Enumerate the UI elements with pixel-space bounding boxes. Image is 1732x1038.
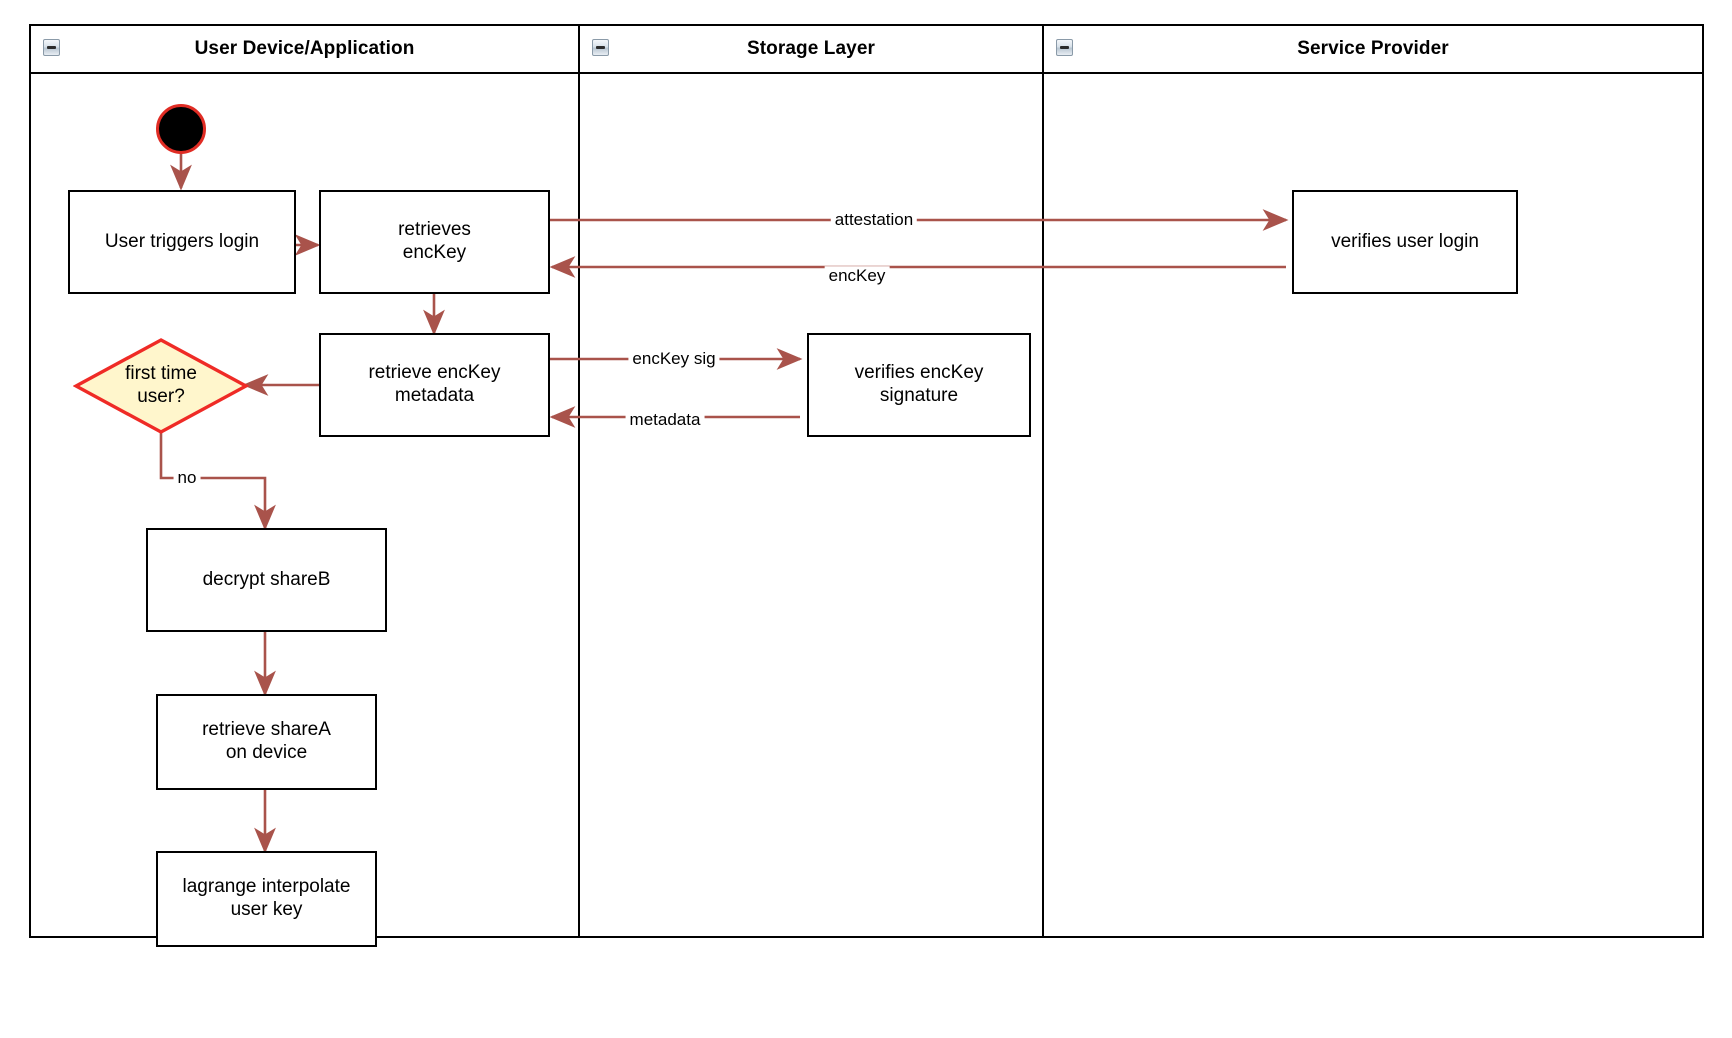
minus-glyph	[1060, 46, 1069, 49]
lane-divider-2	[1042, 26, 1044, 936]
lane-title-storage-layer: Storage Layer	[746, 38, 876, 59]
node-verifies-enckey-signature[interactable]: verifies encKey signature	[807, 333, 1031, 437]
node-retrieve-sharea-on-device[interactable]: retrieve shareA on device	[156, 694, 377, 790]
lane-header-storage-layer[interactable]: Storage Layer	[580, 26, 1042, 74]
node-user-triggers-login[interactable]: User triggers login	[68, 190, 296, 294]
decision-diamond-shape	[73, 338, 249, 434]
lane-header-user-device[interactable]: User Device/Application	[31, 26, 578, 74]
edge-label-metadata: metadata	[625, 410, 705, 430]
edge-label-enckey: encKey	[824, 266, 890, 286]
lane-header-service-provider[interactable]: Service Provider	[1044, 26, 1702, 74]
lane-title-service-provider: Service Provider	[1297, 38, 1449, 59]
node-retrieves-enckey[interactable]: retrieves encKey	[319, 190, 550, 294]
collapse-minus-icon[interactable]	[592, 39, 609, 56]
collapse-minus-icon[interactable]	[43, 39, 60, 56]
start-node[interactable]	[156, 104, 206, 154]
node-first-time-user[interactable]: first time user?	[73, 337, 249, 435]
node-lagrange-interpolate-user-key[interactable]: lagrange interpolate user key	[156, 851, 377, 947]
lane-title-user-device: User Device/Application	[194, 38, 415, 59]
minus-glyph	[47, 46, 56, 49]
node-decrypt-shareb[interactable]: decrypt shareB	[146, 528, 387, 632]
collapse-minus-icon[interactable]	[1056, 39, 1073, 56]
edge-label-no: no	[173, 468, 201, 488]
minus-glyph	[596, 46, 605, 49]
lane-divider-1	[578, 26, 580, 936]
node-retrieve-enckey-metadata[interactable]: retrieve encKey metadata	[319, 333, 550, 437]
node-verifies-user-login[interactable]: verifies user login	[1292, 190, 1518, 294]
edge-label-attestation: attestation	[830, 210, 918, 230]
edge-label-enckey-sig: encKey sig	[628, 349, 720, 369]
swimlane-pool: User Device/Application Storage Layer Se…	[29, 24, 1704, 938]
